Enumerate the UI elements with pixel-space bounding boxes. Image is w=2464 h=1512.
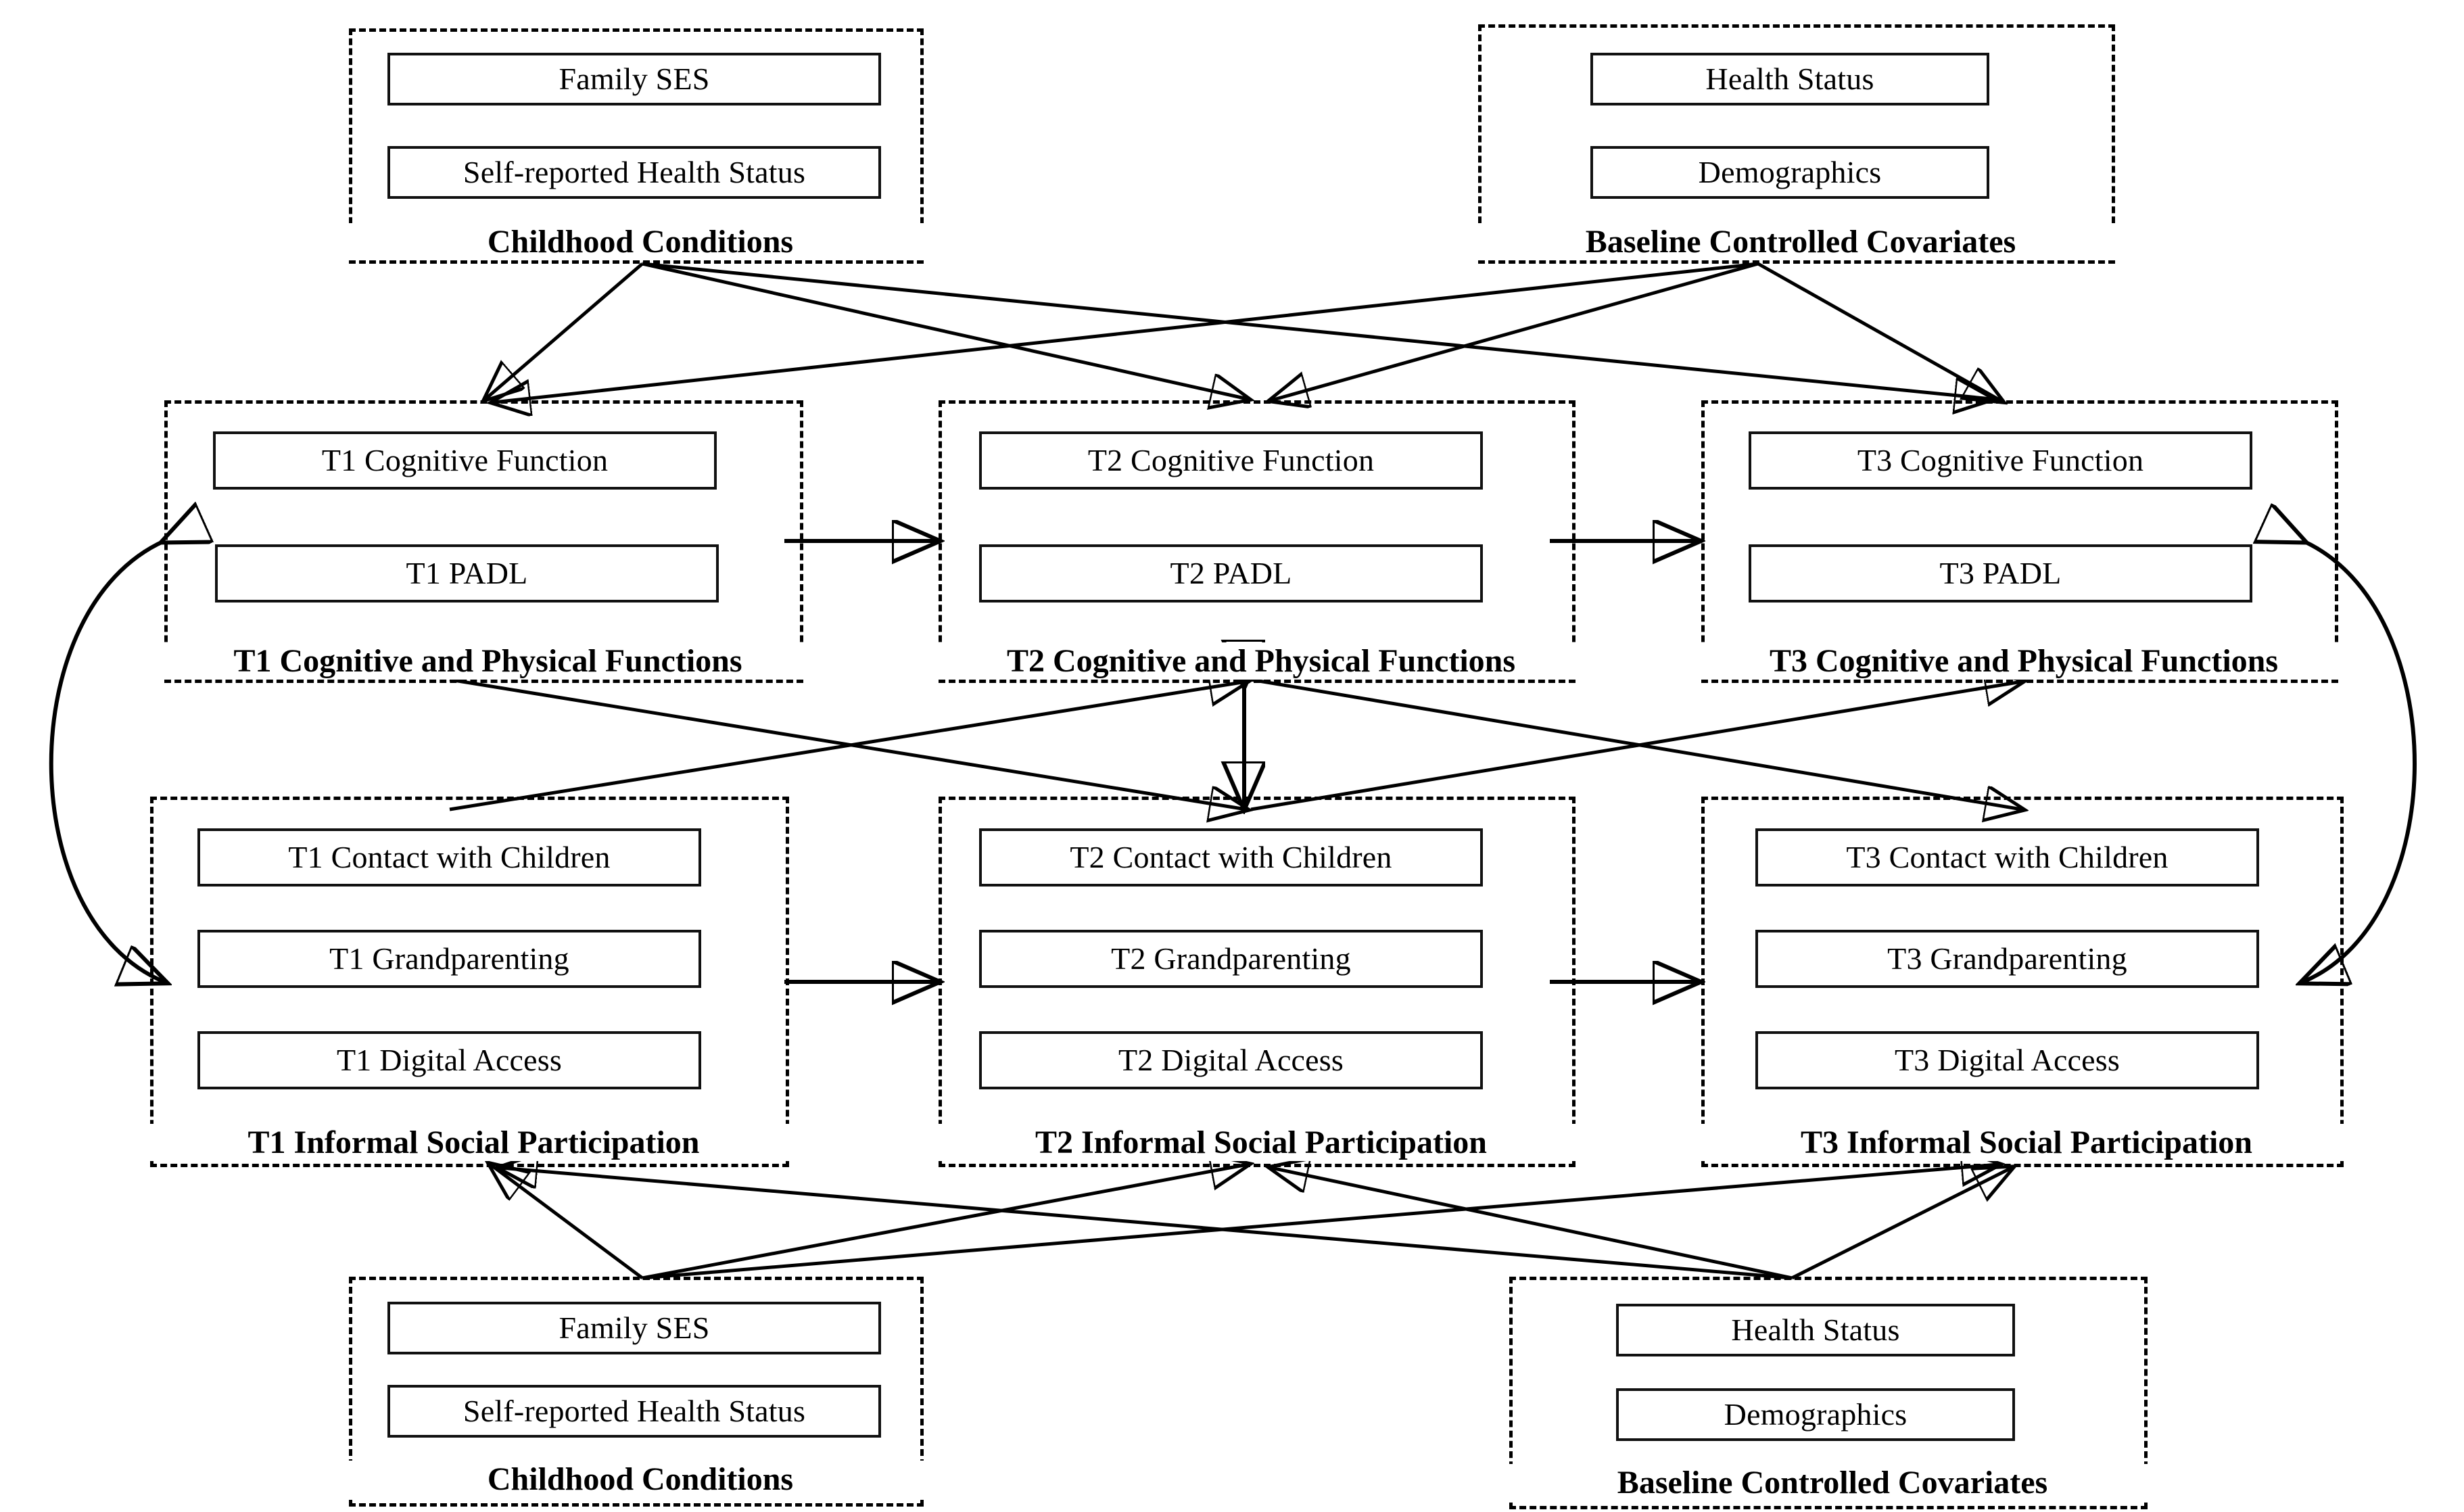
indicator-demographics-bottom[interactable]: Demographics [1616, 1388, 2015, 1441]
caption-t2-informal-social: T2 Informal Social Participation [939, 1124, 1584, 1161]
caption-childhood-conditions-bottom: Childhood Conditions [349, 1461, 932, 1498]
caption-baseline-covariates-top: Baseline Controlled Covariates [1478, 223, 2123, 260]
caption-t2-cognitive-physical: T2 Cognitive and Physical Functions [939, 642, 1584, 680]
caption-t3-cognitive-physical: T3 Cognitive and Physical Functions [1701, 642, 2346, 680]
indicator-health-status-top[interactable]: Health Status [1590, 53, 1989, 105]
indicator-t2-contact-with-children[interactable]: T2 Contact with Children [979, 828, 1483, 887]
edge-correlation-t1-left [49, 541, 164, 982]
indicator-t1-grandparenting[interactable]: T1 Grandparenting [197, 930, 701, 988]
indicator-self-reported-health-status-top[interactable]: Self-reported Health Status [387, 146, 881, 199]
edges-cross-lagged-t1-t2 [449, 680, 1246, 809]
indicator-t1-digital-access[interactable]: T1 Digital Access [197, 1031, 701, 1089]
indicator-t3-grandparenting[interactable]: T3 Grandparenting [1755, 930, 2259, 988]
indicator-family-ses-top[interactable]: Family SES [387, 53, 881, 105]
caption-baseline-covariates-bottom: Baseline Controlled Covariates [1509, 1464, 2156, 1501]
indicator-t3-digital-access[interactable]: T3 Digital Access [1755, 1031, 2259, 1089]
caption-t3-informal-social: T3 Informal Social Participation [1701, 1124, 2352, 1161]
indicator-t3-padl[interactable]: T3 PADL [1749, 544, 2252, 603]
edges-childhood-bottom [490, 1164, 1998, 1280]
construct-baseline-covariates-top[interactable] [1478, 24, 2115, 264]
caption-t1-informal-social: T1 Informal Social Participation [150, 1124, 797, 1161]
indicator-t2-grandparenting[interactable]: T2 Grandparenting [979, 930, 1483, 988]
indicator-t2-cognitive-function[interactable]: T2 Cognitive Function [979, 431, 1483, 490]
edges-covariates-bottom [500, 1168, 2012, 1280]
indicator-t2-digital-access[interactable]: T2 Digital Access [979, 1031, 1483, 1089]
construct-childhood-conditions-top[interactable] [349, 28, 924, 264]
indicator-t1-cognitive-function[interactable]: T1 Cognitive Function [213, 431, 717, 490]
edges-childhood-top [485, 262, 1991, 399]
edges-cross-lagged-t2-t3 [1250, 680, 2022, 809]
indicator-self-reported-health-status-bottom[interactable]: Self-reported Health Status [387, 1385, 881, 1438]
indicator-t1-contact-with-children[interactable]: T1 Contact with Children [197, 828, 701, 887]
indicator-demographics-top[interactable]: Demographics [1590, 146, 1989, 199]
indicator-t1-padl[interactable]: T1 PADL [215, 544, 719, 603]
indicator-family-ses-bottom[interactable]: Family SES [387, 1302, 881, 1354]
indicator-t2-padl[interactable]: T2 PADL [979, 544, 1483, 603]
caption-t1-cognitive-physical: T1 Cognitive and Physical Functions [164, 642, 811, 680]
edges-covariates-top [494, 262, 2001, 402]
indicator-health-status-bottom[interactable]: Health Status [1616, 1304, 2015, 1356]
indicator-t3-cognitive-function[interactable]: T3 Cognitive Function [1749, 431, 2252, 490]
indicator-t3-contact-with-children[interactable]: T3 Contact with Children [1755, 828, 2259, 887]
caption-childhood-conditions-top: Childhood Conditions [349, 223, 932, 260]
